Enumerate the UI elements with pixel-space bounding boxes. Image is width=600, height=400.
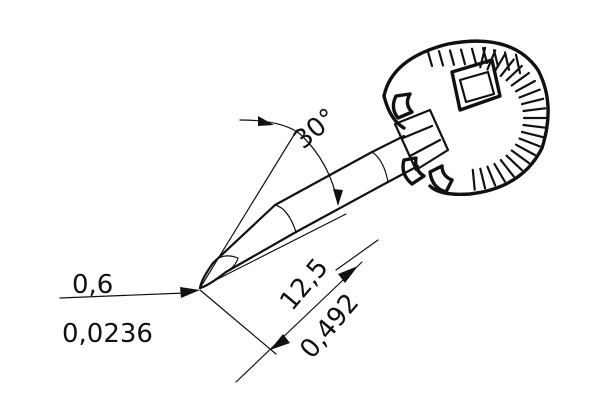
spring-clip bbox=[391, 92, 454, 194]
length-dimension: 12,5 0,492 bbox=[199, 239, 379, 383]
knurl-ridge bbox=[510, 71, 531, 87]
knurl-ridge bbox=[499, 58, 515, 78]
clip-tab-upper bbox=[391, 92, 414, 120]
angle-extension-line-1 bbox=[199, 129, 298, 289]
shaft-top-edge bbox=[273, 150, 374, 207]
length-arrowhead-2 bbox=[338, 266, 358, 283]
knurl-ridge bbox=[520, 130, 545, 139]
knurl-cap-ridge bbox=[448, 49, 456, 66]
clip-tab-right bbox=[428, 164, 454, 194]
knurl-cap-ridge bbox=[426, 50, 434, 68]
clip-line-2 bbox=[408, 138, 442, 158]
tip-cone-ring-2 bbox=[274, 204, 297, 233]
collar-top-edge bbox=[370, 134, 406, 154]
handle-outline bbox=[382, 39, 550, 197]
knurl-cap-ridge bbox=[470, 47, 478, 65]
length-extension-line-2 bbox=[335, 239, 379, 271]
knurl-cap-ridge bbox=[437, 50, 445, 67]
knurl-cap-ridge bbox=[492, 49, 500, 68]
angle-extension-line-2 bbox=[199, 213, 347, 289]
knurl-ridge bbox=[514, 79, 537, 93]
shaft-end-ring bbox=[371, 151, 389, 183]
knurl-ridge bbox=[518, 137, 541, 148]
knurl-ridge bbox=[479, 167, 487, 190]
clip-frame bbox=[393, 108, 450, 172]
length-dimension-line bbox=[235, 261, 363, 383]
handle-window-inner bbox=[458, 70, 496, 104]
knurl-cap-ridge bbox=[514, 53, 522, 75]
handle-knurling bbox=[426, 46, 548, 191]
knurl-ridge bbox=[514, 143, 537, 157]
length-extension-line-1 bbox=[199, 289, 277, 355]
knurl-ridge bbox=[486, 165, 497, 187]
knurl-ridge bbox=[510, 149, 531, 165]
tip-cone-top-edge bbox=[211, 203, 277, 265]
knurl-ridge bbox=[493, 162, 506, 183]
angle-arrowhead-1 bbox=[258, 116, 274, 126]
angle-arrowhead-2 bbox=[333, 189, 343, 206]
diameter-callout: 0,6 0,0236 bbox=[59, 270, 200, 349]
angle-dimension: 30° bbox=[199, 103, 347, 289]
diameter-metric-label: 0,6 bbox=[72, 270, 113, 300]
length-arrowhead-1 bbox=[270, 334, 290, 350]
handle-window bbox=[450, 58, 502, 112]
angle-label: 30° bbox=[288, 103, 343, 156]
knurl-ridge bbox=[493, 53, 506, 74]
clip-tab-lower bbox=[401, 156, 426, 186]
knurl-cap-ridge bbox=[459, 48, 467, 66]
knurl-ridge bbox=[471, 168, 476, 191]
knurl-ridge bbox=[522, 107, 547, 113]
diameter-arrowhead bbox=[180, 287, 200, 298]
diameter-leader-line bbox=[59, 292, 186, 299]
tip-cone-bottom-edge bbox=[224, 230, 298, 274]
knurl-ridge bbox=[518, 88, 541, 99]
knurl-ridge bbox=[522, 123, 547, 129]
diameter-imperial-label: 0,0236 bbox=[62, 319, 153, 349]
knurl-cap-ridge bbox=[503, 51, 511, 71]
knurl-ridge bbox=[499, 159, 515, 178]
handle-front-rim bbox=[382, 94, 406, 130]
clip-line-1 bbox=[401, 124, 434, 140]
knurl-ridge bbox=[505, 154, 523, 172]
shaft-bottom-edge bbox=[294, 180, 390, 234]
knurl-ridge bbox=[520, 97, 545, 106]
knurled-handle bbox=[382, 39, 550, 197]
